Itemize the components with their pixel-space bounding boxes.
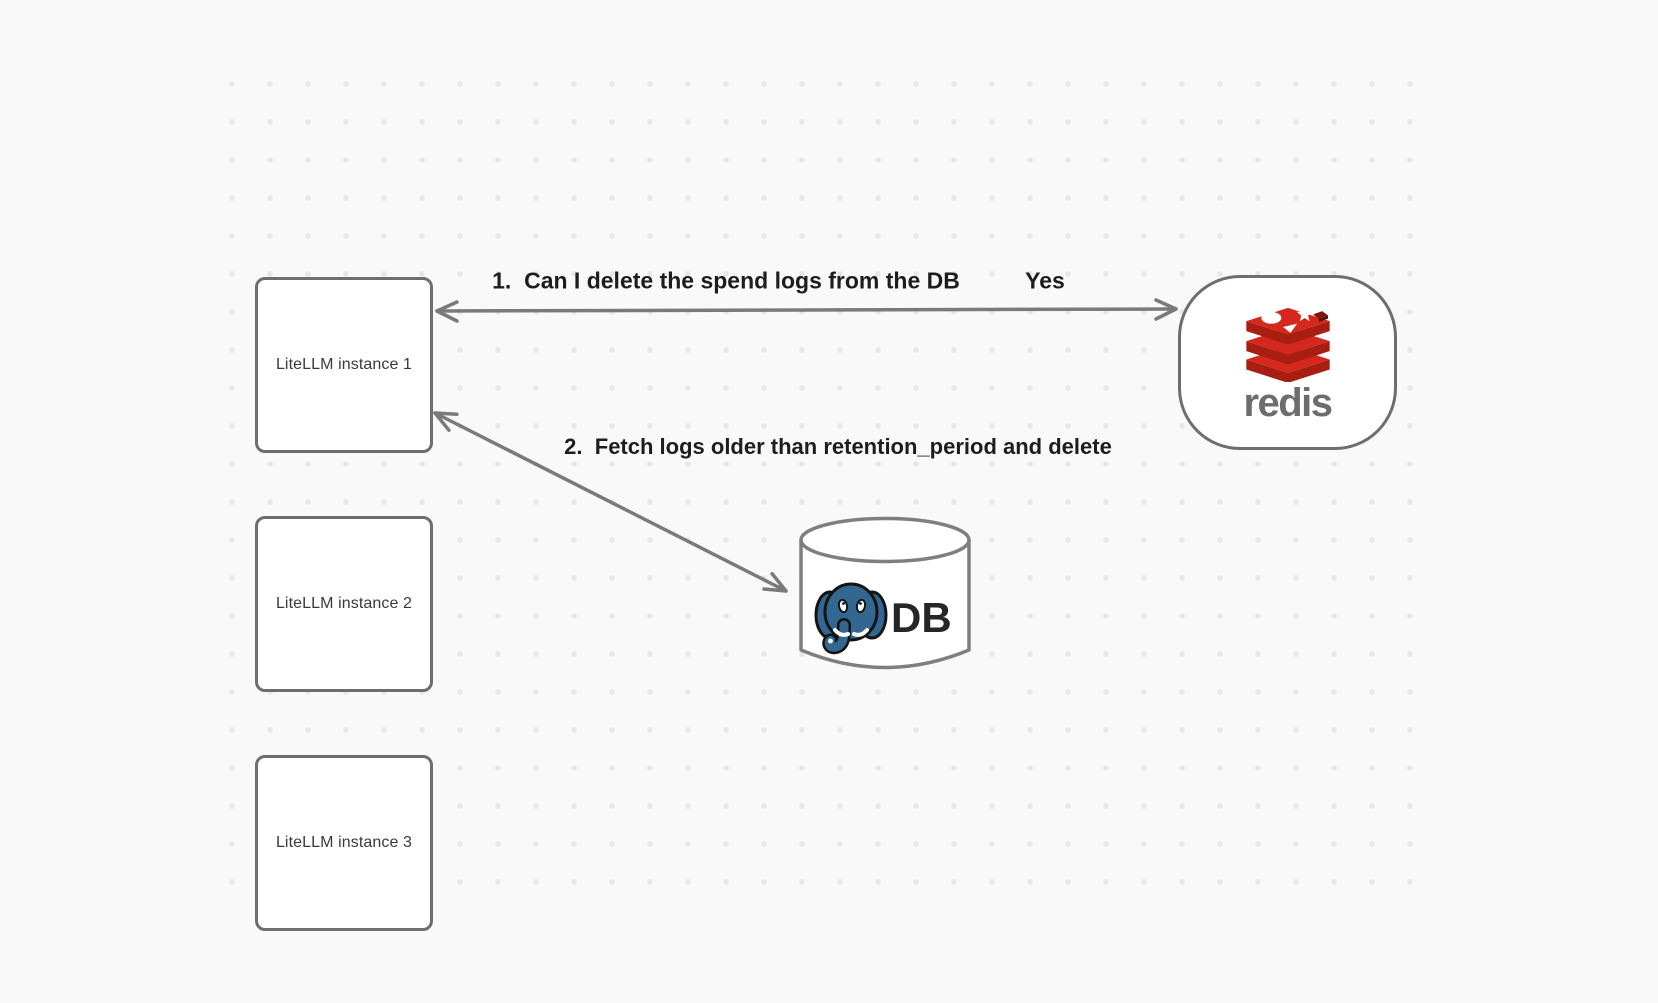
litellm-instance-1-label: LiteLLM instance 1 — [275, 356, 413, 373]
arrow-instance1-db — [433, 411, 788, 593]
edge-1-label: 1. Can I delete the spend logs from the … — [492, 267, 960, 294]
litellm-instance-3-label: LiteLLM instance 3 — [275, 834, 413, 851]
postgresql-elephant-icon — [814, 582, 888, 655]
litellm-instance-1-node: LiteLLM instance 1 — [255, 277, 433, 453]
redis-logo-icon — [1245, 306, 1330, 382]
arrowhead-down-right-icon — [762, 571, 788, 593]
redis-wordmark-label: redis — [1243, 381, 1333, 425]
db-node-content: DB — [813, 581, 973, 655]
arrowhead-up-left-icon — [433, 411, 459, 432]
litellm-instance-2-label: LiteLLM instance 2 — [275, 595, 413, 612]
redis-node: redis — [1178, 275, 1397, 450]
edge-1-answer-label: Yes — [1025, 267, 1065, 294]
db-label: DB — [891, 594, 952, 641]
arrowhead-left-icon — [435, 300, 459, 323]
arrow-instance1-redis — [435, 298, 1178, 323]
litellm-instance-2-node: LiteLLM instance 2 — [255, 516, 433, 692]
edge-2-label: 2. Fetch logs older than retention_perio… — [564, 434, 1112, 459]
arrowhead-right-icon — [1154, 298, 1178, 321]
litellm-instance-3-node: LiteLLM instance 3 — [255, 755, 433, 931]
